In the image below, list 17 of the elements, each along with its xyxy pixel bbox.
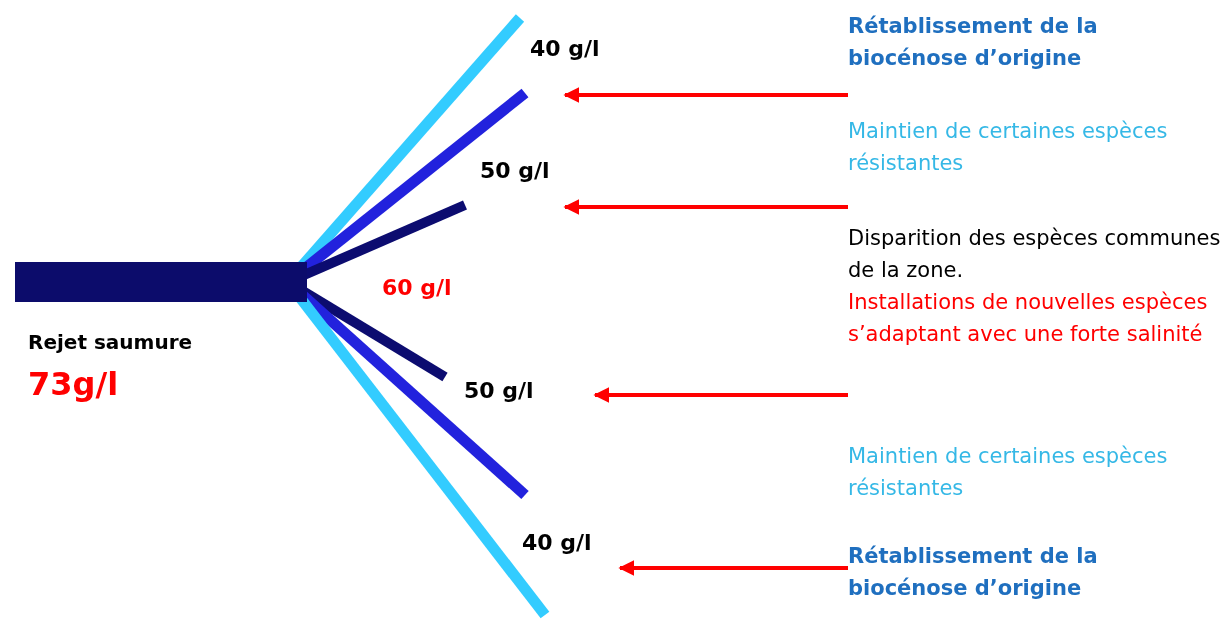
description-text: Disparition des espèces communes de la zone.: [848, 225, 1222, 284]
zone-description: Rétablissement de la biocénose d’origine: [848, 10, 1218, 105]
salinity-label: 60 g/l: [382, 275, 452, 300]
arrow: [618, 560, 848, 576]
zone-description: Rétablissement de la biocénose d’origine: [848, 540, 1218, 610]
salinity-label: 73g/l: [28, 365, 119, 403]
description-text: Installations de nouvelles espèces s’adaptant avec une forte salinité: [848, 289, 1209, 348]
zone-description: Maintien de certaines espèces résistantes: [848, 115, 1223, 215]
arrow: [563, 199, 848, 215]
arrow: [593, 387, 848, 403]
outfall-label: Rejet saumure: [28, 330, 193, 354]
salinity-label: 40 g/l: [522, 530, 592, 555]
salinity-label: 50 g/l: [480, 158, 550, 183]
zone-description: Maintien de certaines espèces résistantes: [848, 440, 1223, 506]
salinity-label: 40 g/l: [530, 36, 600, 61]
arrow: [563, 87, 848, 103]
salinity-label: 50 g/l: [464, 378, 534, 403]
